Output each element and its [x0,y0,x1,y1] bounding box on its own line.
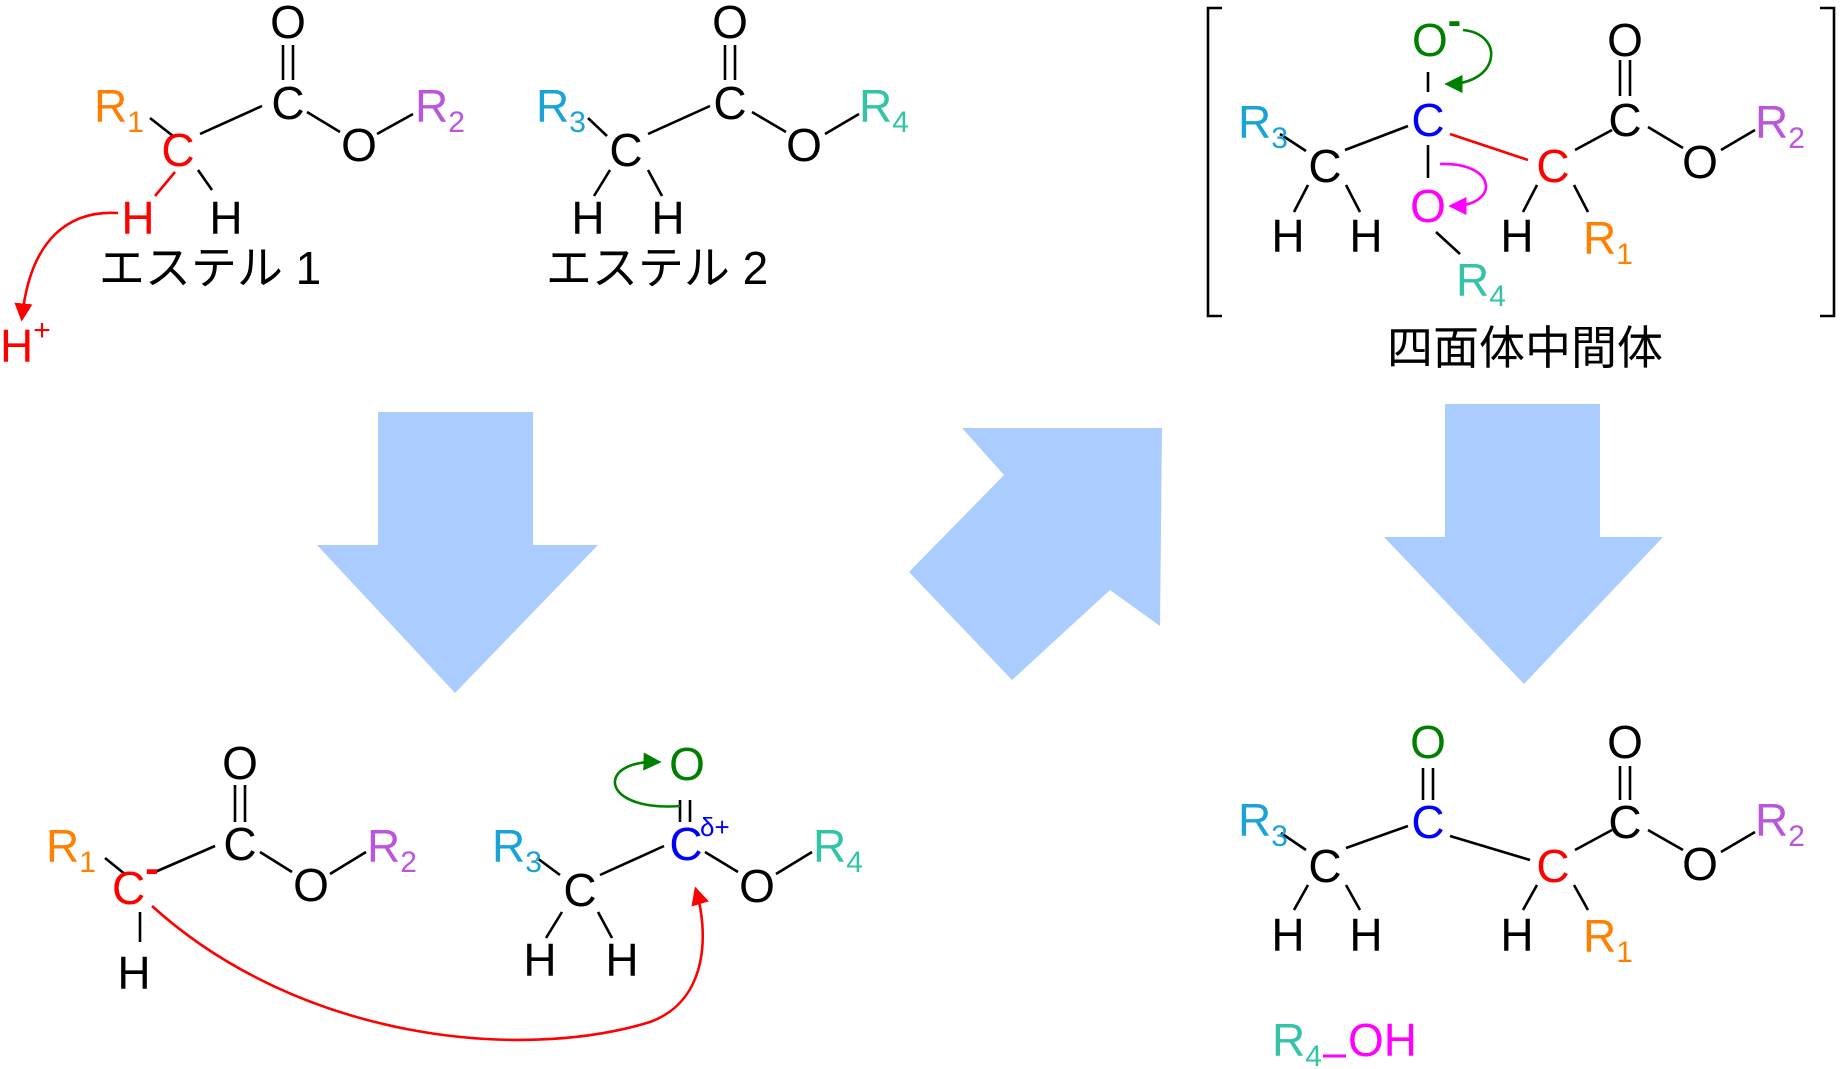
enolate-carbonyl-carbon: C [223,818,256,870]
intermediate-oxyanion: O- [1412,0,1461,66]
product-r3: R3 [1238,794,1288,853]
ester2-alpha-carbon: C [609,124,642,176]
carbonyl-push-arrow [613,752,681,808]
intermediate-hydrogen-c: H [1500,210,1533,262]
ester2-bottom-r3: R3 [492,820,542,879]
proton-abstraction-arrow [14,211,119,322]
product-ester-carbon: C [1608,796,1641,848]
ester2-carbonyl-carbon: C [713,77,746,129]
intermediate-carbonyl-oxygen: O [1607,14,1643,66]
intermediate-tetrahedral-carbon: C [1411,94,1444,146]
product-hydrogen-a: H [1271,909,1304,961]
enolate-ester-oxygen: O [293,859,329,911]
product-hydrogen-b: H [1349,909,1382,961]
ester2-r4: R4 [859,80,909,139]
enolate-carbonyl-oxygen: O [222,737,258,789]
ester1-carbonyl-carbon: C [271,77,304,129]
ester1-r1: R1 [94,80,144,139]
intermediate-ch2-carbon: C [1308,140,1341,192]
ester2-ester-oxygen: O [786,119,822,171]
product-hydrogen-c: H [1500,909,1533,961]
diagonal-arrow [909,428,1162,680]
ester2-caption: エステル 2 [546,242,768,294]
ester2-bottom-hydrogen-b: H [605,934,638,986]
ester1-alpha-carbon: C [161,124,194,176]
tetrahedral-intermediate: O- C O C H H C H O C O R3 R2 R1 R4 四面体中間… [1206,0,1836,374]
intermediate-r2: R2 [1755,96,1805,155]
ester1-alpha-hydrogen: H [121,192,154,244]
ester2-bottom-hydrogen-a: H [523,934,556,986]
product-alpha-carbon: C [1536,840,1569,892]
enolate-hydrogen: H [117,947,150,999]
down-arrow-right [1384,404,1663,684]
product-ch2-carbon: C [1308,840,1341,892]
enolate-r1: R1 [46,820,96,879]
alkoxide-leaving-arrow [1439,162,1488,216]
intermediate-alkoxy-oxygen: O [1410,180,1446,232]
proton: H+ [0,314,51,372]
ester2-bottom-r4: R4 [813,820,863,879]
ester2-carbonyl-oxygen: O [712,0,748,48]
ester1-hydrogen: H [209,192,242,244]
enolate-carbanion: C- [112,847,159,914]
beta-keto-ester-product: O C C H H C H O C O R3 R2 R1 [1238,716,1805,969]
intermediate-r4: R4 [1456,254,1506,313]
right-bracket [1820,6,1836,318]
intermediate-caption: 四面体中間体 [1387,322,1663,374]
ester1-ester-oxygen: O [341,119,377,171]
intermediate-hydrogen-a: H [1271,210,1304,262]
product-r2: R2 [1755,794,1805,853]
product-r1: R1 [1583,910,1633,969]
ester2-hydrogen-b: H [651,192,684,244]
oxyanion-return-arrow [1444,28,1493,94]
intermediate-hydrogen-b: H [1349,210,1382,262]
byproduct-r4: R4 [1272,1014,1322,1069]
product-ester-oxygen: O [1682,838,1718,890]
ester2-electrophilic-carbon: C [669,818,702,870]
intermediate-r3: R3 [1238,96,1288,155]
ester2-hydrogen-a: H [571,192,604,244]
ester2-bottom-ch2-carbon: C [563,864,596,916]
delta-plus-charge: δ+ [700,812,730,842]
byproduct-oh: OH [1348,1014,1417,1066]
intermediate-r1: R1 [1583,212,1633,271]
left-bracket [1206,6,1222,318]
alcohol-byproduct: R4 OH [1272,1014,1417,1069]
intermediate-carbonyl-carbon: C [1608,94,1641,146]
product-ketone-carbon: C [1411,796,1444,848]
ester-1: O C O C H H R1 R2 エステル 1 [94,0,465,294]
ester1-caption: エステル 1 [99,242,321,294]
intermediate-alpha-carbon: C [1536,140,1569,192]
intermediate-ester-oxygen: O [1682,136,1718,188]
ester-2: O C O C H H R3 R4 エステル 2 [536,0,909,294]
ester1-carbonyl-oxygen: O [270,0,306,48]
nucleophilic-attack-arrow [151,886,709,1042]
product-ester-carbonyl-oxygen: O [1607,716,1643,768]
ester2-r3: R3 [536,80,586,139]
ester2-bottom-ester-oxygen: O [739,860,775,912]
ester2-activated-oxygen: O [669,738,705,790]
down-arrow-left [317,412,598,693]
enolate-attack: C- H O C O R1 R2 O C δ+ O C H H R3 R4 [46,737,863,1042]
ester1-r2: R2 [415,80,465,139]
enolate-r2: R2 [367,820,417,879]
product-ketone-oxygen: O [1410,716,1446,768]
